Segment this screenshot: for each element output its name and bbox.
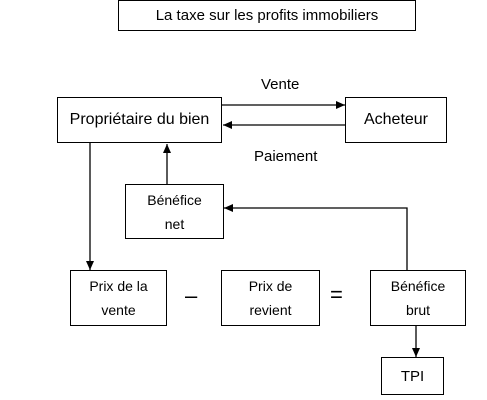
node-benefice-brut-line2: brut — [405, 302, 431, 318]
node-benefice-brut: Bénéfice brut — [370, 270, 466, 326]
edge-label-paiement: Paiement — [254, 148, 318, 165]
operator-minus: – — [185, 283, 198, 308]
node-prix-revient: Prix de revient — [221, 270, 320, 326]
node-prix-vente-line1: Prix de la — [89, 278, 148, 294]
diagram-title: La taxe sur les profits immobiliers — [155, 7, 379, 24]
edge-label-vente: Vente — [261, 76, 300, 93]
node-prix-revient-line1: Prix de — [248, 278, 293, 294]
title-box: La taxe sur les profits immobiliers — [118, 0, 416, 31]
node-benefice-brut-line1: Bénéfice — [390, 278, 446, 294]
node-proprietaire-label: Propriétaire du bien — [69, 111, 210, 128]
node-prix-revient-line2: revient — [249, 302, 292, 318]
node-prix-vente-line2: vente — [101, 302, 136, 318]
node-acheteur: Acheteur — [345, 97, 447, 143]
node-proprietaire: Propriétaire du bien — [57, 97, 222, 143]
node-tpi-label: TPI — [400, 367, 425, 385]
node-prix-vente: Prix de la vente — [70, 270, 167, 326]
node-benefice-net-line2: net — [164, 215, 185, 232]
node-tpi: TPI — [381, 357, 444, 395]
node-benefice-net: Bénéfice net — [125, 184, 224, 239]
benefice-brut-to-benefice-net-arrow — [224, 204, 408, 270]
node-acheteur-label: Acheteur — [363, 111, 429, 128]
node-benefice-net-line1: Bénéfice — [147, 191, 202, 208]
operator-equals: = — [330, 282, 343, 307]
